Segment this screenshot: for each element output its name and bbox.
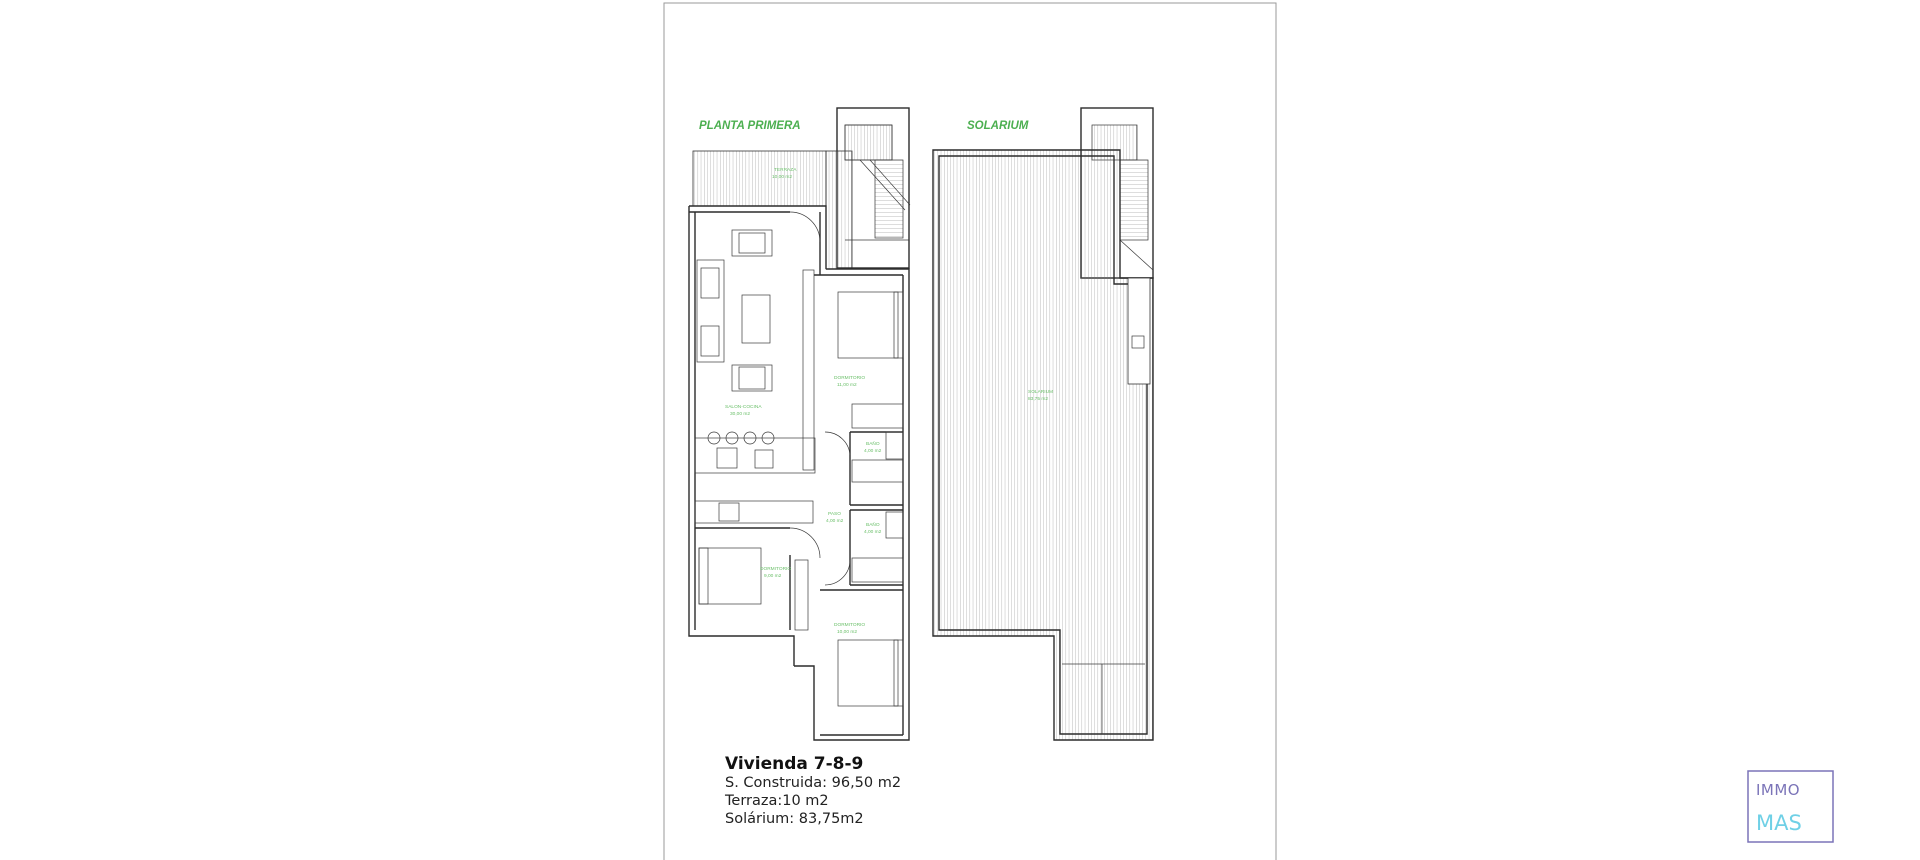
bedroom-1: DORMITORIO 11,00 m2: [834, 291, 904, 429]
bedroom-3: DORMITORIO 10,00 m2: [820, 589, 904, 707]
solarium-label: SOLARIUM: [967, 120, 1029, 132]
bedroom-2: DORMITORIO 9,00 m2: [695, 527, 821, 631]
first-floor-label: PLANTA PRIMERA: [699, 120, 801, 132]
terrace-deck: [692, 150, 827, 207]
logo-mas: MAS: [1756, 811, 1802, 835]
paso-area: 4,00 m2: [826, 518, 844, 524]
property-info: Vivienda 7-8-9 S. Construida: 96,50 m2 T…: [724, 754, 901, 827]
staircase: [836, 107, 911, 269]
dormitorio3-name: DORMITORIO: [834, 622, 865, 628]
dormitorio2-name: DORMITORIO: [760, 566, 791, 572]
bano1-area: 4,00 m2: [864, 448, 882, 454]
bathroom-1: BAÑO 4,00 m2: [824, 431, 904, 506]
terraza-area: 10,00 m2: [772, 174, 792, 180]
logo-frame: [1747, 770, 1834, 843]
solarium-plan: SOLARIUM SOLARIUM 83,75 m2: [932, 107, 1154, 741]
immomas-logo: IMMO MAS: [1747, 770, 1834, 843]
salon-area: 30,00 m2: [730, 411, 750, 417]
bano2-area: 4,00 m2: [864, 529, 882, 535]
first-floor-plan: PLANTA PRIMERA: [688, 107, 911, 741]
solarium-area: 83,75 m2: [1028, 396, 1048, 402]
dormitorio3-area: 10,00 m2: [837, 629, 857, 635]
logo-immo: IMMO: [1756, 781, 1800, 799]
solarium-deck: [932, 149, 1154, 741]
dormitorio2-area: 9,00 m2: [764, 573, 782, 579]
solarium-name: SOLARIUM: [1028, 389, 1053, 395]
terrace-area: Terraza:10 m2: [724, 793, 829, 809]
salon-name: SALON-COCINA: [725, 404, 762, 410]
terraza-name: TERRAZA: [774, 167, 797, 173]
bano1-name: BAÑO: [866, 440, 880, 447]
built-area: S. Construida: 96,50 m2: [725, 775, 901, 791]
dormitorio1-name: DORMITORIO: [834, 375, 865, 381]
bathroom-2: BAÑO 4,00 m2: [824, 509, 904, 586]
dormitorio1-area: 11,00 m2: [837, 382, 857, 388]
bano2-name: BAÑO: [866, 521, 880, 528]
living-kitchen-room: SALON-COCINA 30,00 m2: [694, 211, 821, 524]
paso-name: PASO: [828, 511, 841, 517]
main-walls: [688, 205, 910, 741]
solarium-area-info: Solárium: 83,75m2: [725, 811, 864, 827]
property-title: Vivienda 7-8-9: [725, 754, 863, 774]
